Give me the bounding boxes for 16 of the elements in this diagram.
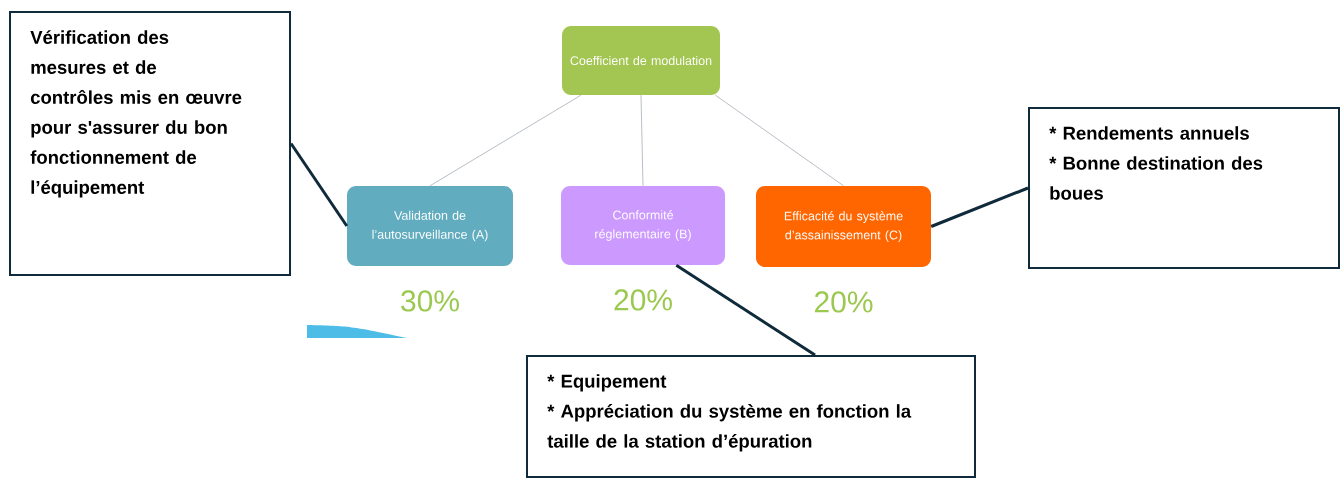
leader-line xyxy=(675,263,816,357)
leader-line xyxy=(289,142,349,227)
connector-line xyxy=(640,94,644,187)
percentage: 20% xyxy=(815,291,873,313)
callout-box: * Equipement * Appréciation du système en fonction la taille de la station d’épuration xyxy=(526,355,976,478)
process-box: Conformité réglementaire (B) xyxy=(561,186,725,265)
callout-box: Vérification des mesures et de contrôles mis en œuvre pour s'assurer du bon fonctionnement de l’équipement xyxy=(9,11,291,276)
percentage: 30% xyxy=(401,290,459,312)
callout-box: * Rendements annuels * Bonne destination des boues xyxy=(1028,107,1340,269)
process-box: Efficacité du système d’assainissement (C) xyxy=(756,186,931,267)
connector-line xyxy=(429,94,582,187)
process-box: Validation de l’autosurveillance (A) xyxy=(347,186,513,266)
connector-line xyxy=(715,94,844,187)
percentage: 20% xyxy=(614,289,672,311)
leader-line xyxy=(930,186,1029,228)
process-box: Coefficient de modulation xyxy=(562,26,720,95)
